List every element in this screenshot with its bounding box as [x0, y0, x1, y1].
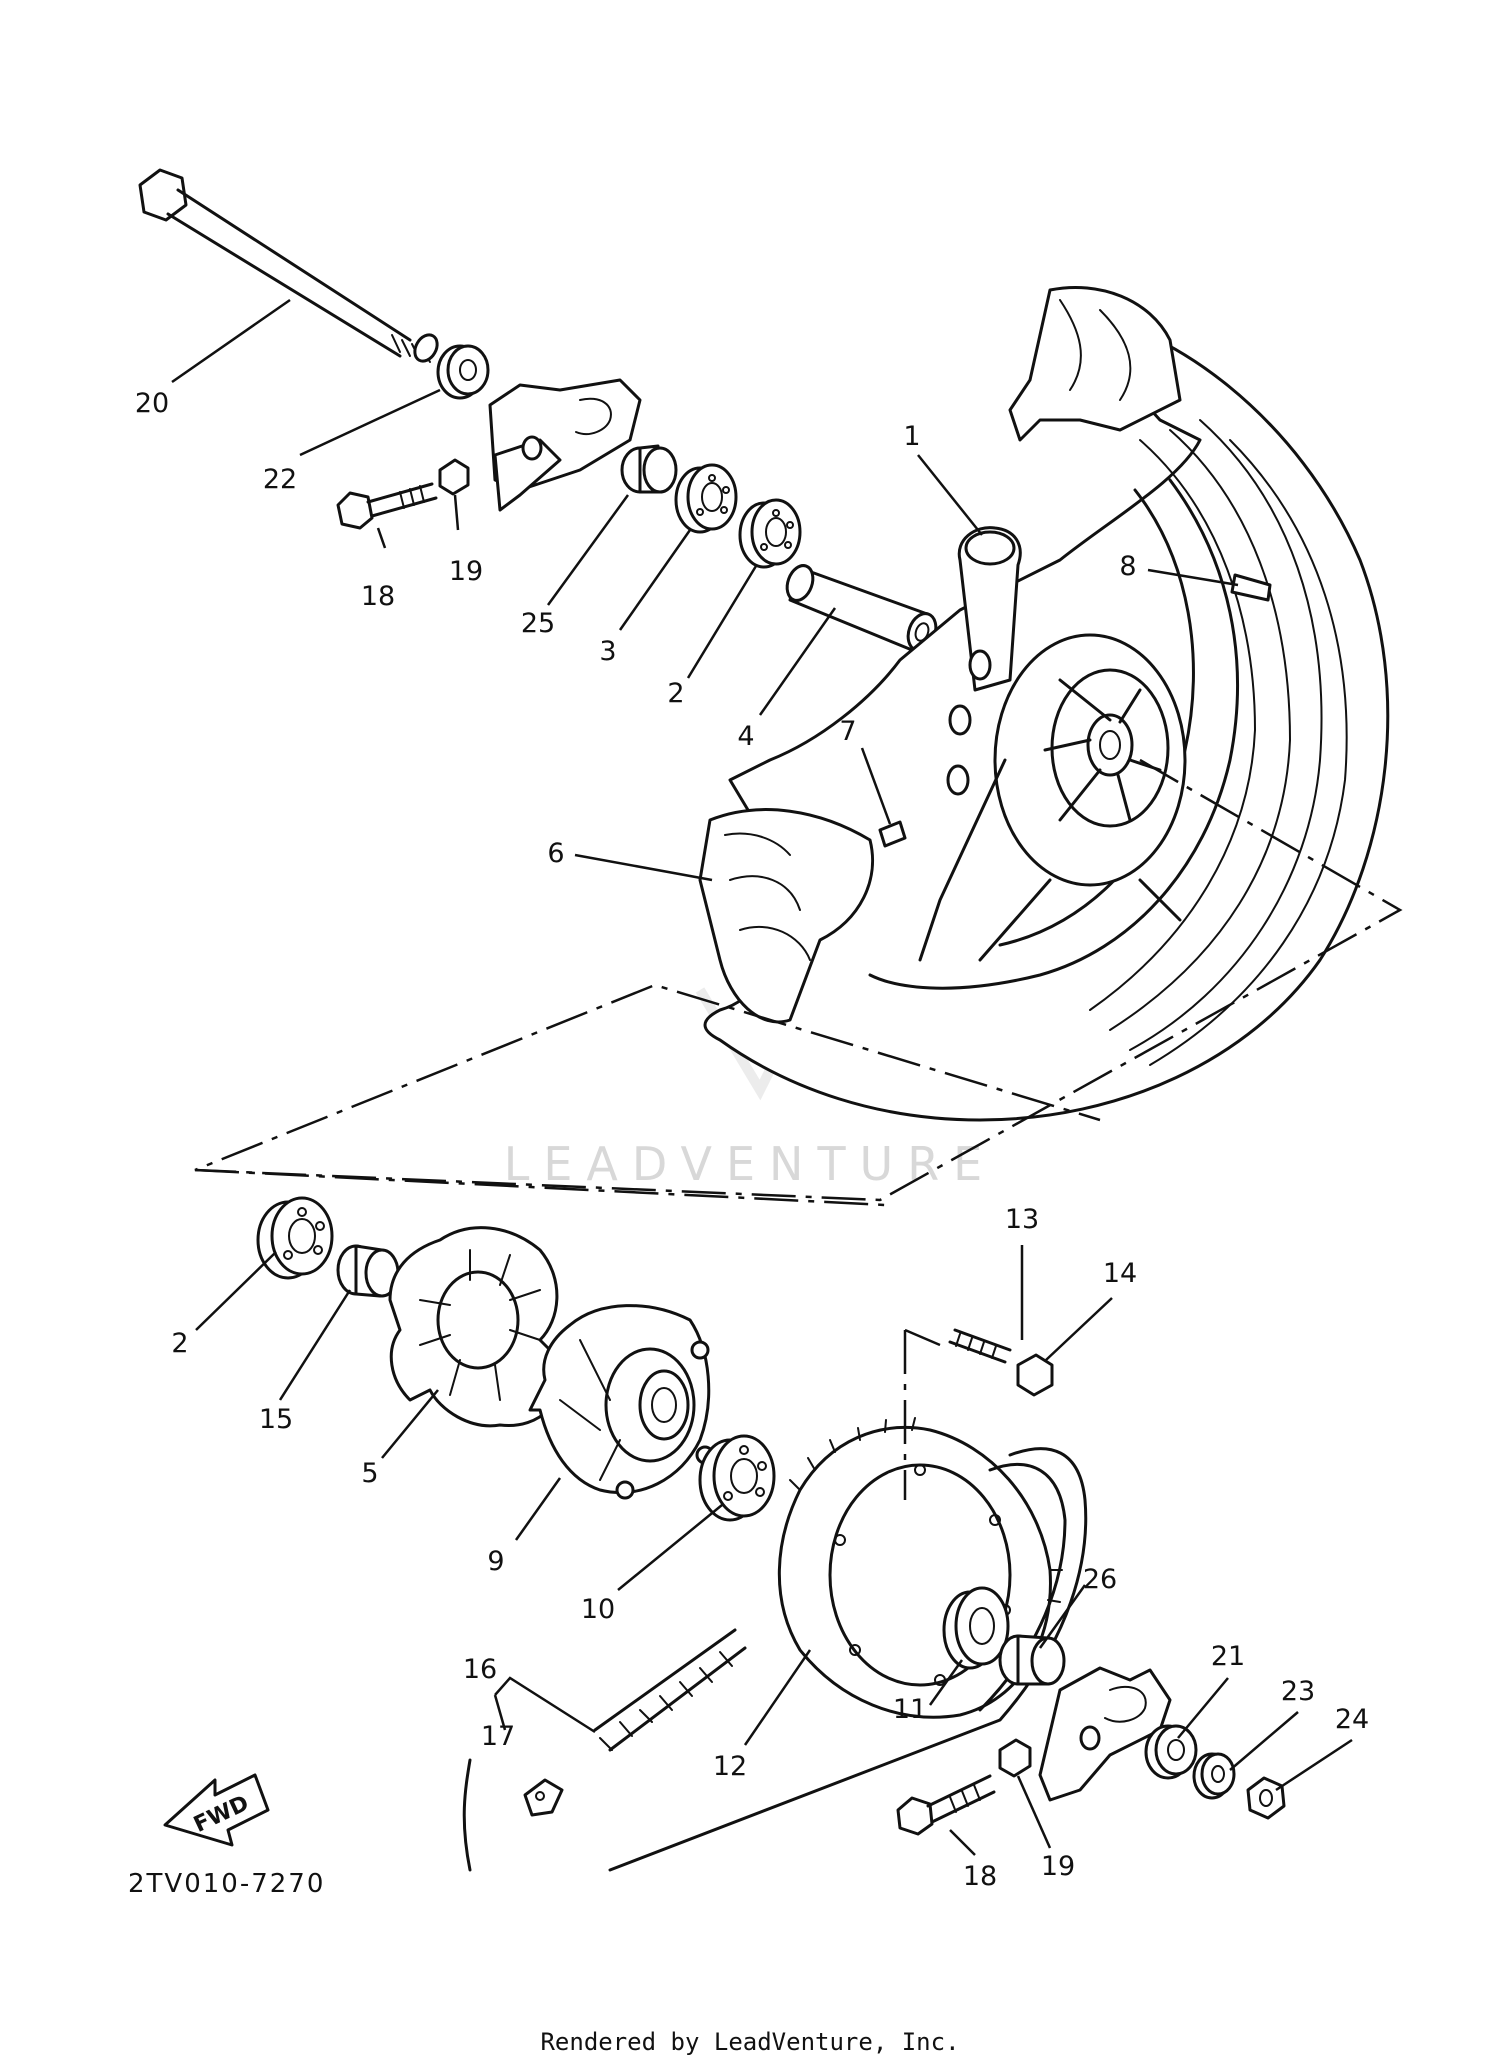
callout-4: 4	[737, 721, 754, 752]
bearing-10	[698, 1434, 776, 1522]
washer-21	[1144, 1724, 1198, 1780]
chain-16	[593, 1628, 747, 1752]
callout-20: 20	[135, 388, 169, 419]
callout-2-lower: 2	[171, 1328, 188, 1359]
callout-24: 24	[1335, 1704, 1369, 1735]
bearing-3	[674, 463, 738, 534]
leader-lines	[171, 298, 1353, 1856]
callout-12: 12	[713, 1751, 747, 1782]
callout-23: 23	[1281, 1676, 1315, 1707]
callout-17: 17	[481, 1721, 515, 1752]
callout-16: 16	[463, 1654, 497, 1685]
drawing-code: 2TV010-7270	[128, 1869, 325, 1899]
callout-3: 3	[599, 636, 616, 667]
chain-adjuster-left	[488, 378, 642, 512]
callout-19-lower: 19	[1041, 1851, 1075, 1882]
collar-26	[998, 1634, 1066, 1686]
spacer-tube-4	[785, 564, 938, 652]
callout-15: 15	[259, 1404, 293, 1435]
washer-23	[1192, 1752, 1236, 1800]
callout-19-upper: 19	[449, 556, 483, 587]
nut-14	[1016, 1353, 1054, 1397]
damper-5	[388, 1226, 564, 1428]
callout-8: 8	[1119, 551, 1136, 582]
render-credit: Rendered by LeadVenture, Inc.	[540, 2028, 959, 2056]
callout-26: 26	[1083, 1564, 1117, 1595]
callout-6: 6	[547, 838, 564, 869]
assembly-guide-line-2	[194, 1168, 886, 1207]
nut-19-lower	[998, 1738, 1032, 1778]
axle-bolt	[138, 168, 439, 363]
chain-adjuster-right	[1038, 1666, 1172, 1802]
nut-24	[1246, 1776, 1286, 1820]
wheel-tire-assembly	[698, 285, 1390, 1122]
master-link-17	[523, 1778, 564, 1817]
callout-5: 5	[361, 1458, 378, 1489]
bolt-13	[948, 1328, 1012, 1364]
callout-25: 25	[521, 608, 555, 639]
callout-labels: 1 2 2 3 4 5 6 7 8 9 10 11 12 13 14 15 16…	[135, 388, 1369, 1892]
callout-18-upper: 18	[361, 581, 395, 612]
bolt-18-upper	[336, 482, 438, 530]
callout-2-upper: 2	[667, 678, 684, 709]
callout-21: 21	[1211, 1641, 1245, 1672]
callout-7: 7	[839, 716, 856, 747]
bolt-18-lower	[896, 1774, 996, 1836]
callout-10: 10	[581, 1594, 615, 1625]
assembly-guide-line	[194, 758, 1403, 1202]
collar-15	[336, 1244, 400, 1298]
seal-11	[942, 1586, 1010, 1670]
callout-1: 1	[903, 421, 920, 452]
watermark-text: LEADVENTURE	[504, 1137, 997, 1191]
callout-13: 13	[1005, 1204, 1039, 1235]
callout-18-lower: 18	[963, 1861, 997, 1892]
callout-9: 9	[487, 1546, 504, 1577]
collar-25	[620, 444, 678, 494]
forward-arrow-icon: FWD	[163, 1773, 270, 1847]
washer-22	[436, 344, 490, 400]
hub-9	[528, 1304, 715, 1500]
nut-19-upper	[438, 458, 470, 496]
callout-14: 14	[1103, 1258, 1137, 1289]
bearing-2-upper	[738, 498, 802, 569]
bearing-2-lower	[256, 1196, 334, 1280]
callout-22: 22	[263, 464, 297, 495]
callout-11: 11	[893, 1694, 927, 1725]
